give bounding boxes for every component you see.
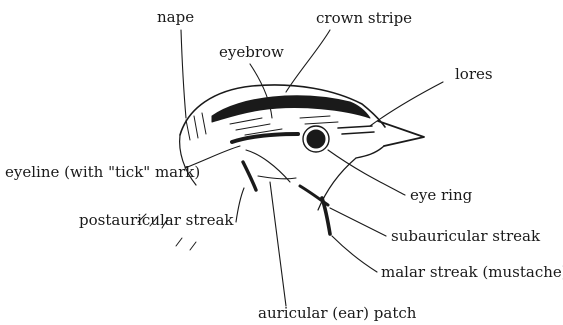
- label-crown-stripe: crown stripe: [316, 10, 412, 27]
- upper-bill: [378, 121, 424, 146]
- label-postauricular-streak: postauricular streak: [79, 212, 233, 229]
- label-lores: lores: [455, 66, 493, 83]
- label-eyeline: eyeline (with "tick" mark): [5, 164, 200, 181]
- leader-eye-ring: [328, 150, 405, 195]
- postauricular-mark: [243, 162, 256, 190]
- label-malar-streak: malar streak (mustache): [381, 264, 563, 281]
- leader-postauricular: [236, 188, 244, 222]
- label-subauricular-streak: subauricular streak: [391, 228, 540, 245]
- eye: [307, 130, 325, 148]
- crown-stripe-mark: [212, 96, 370, 122]
- leader-auricular: [270, 182, 286, 306]
- label-eye-ring: eye ring: [410, 187, 472, 204]
- leader-nape: [181, 30, 186, 118]
- leader-subauricular: [330, 208, 386, 236]
- label-nape: nape: [157, 9, 194, 26]
- leader-malar: [332, 236, 377, 272]
- label-eyebrow: eyebrow: [219, 44, 284, 61]
- lower-bill: [356, 146, 384, 158]
- eyeline-mark: [232, 134, 298, 142]
- leader-lores: [370, 82, 443, 126]
- label-auricular-patch: auricular (ear) patch: [258, 305, 416, 322]
- leader-crown-stripe: [286, 30, 330, 92]
